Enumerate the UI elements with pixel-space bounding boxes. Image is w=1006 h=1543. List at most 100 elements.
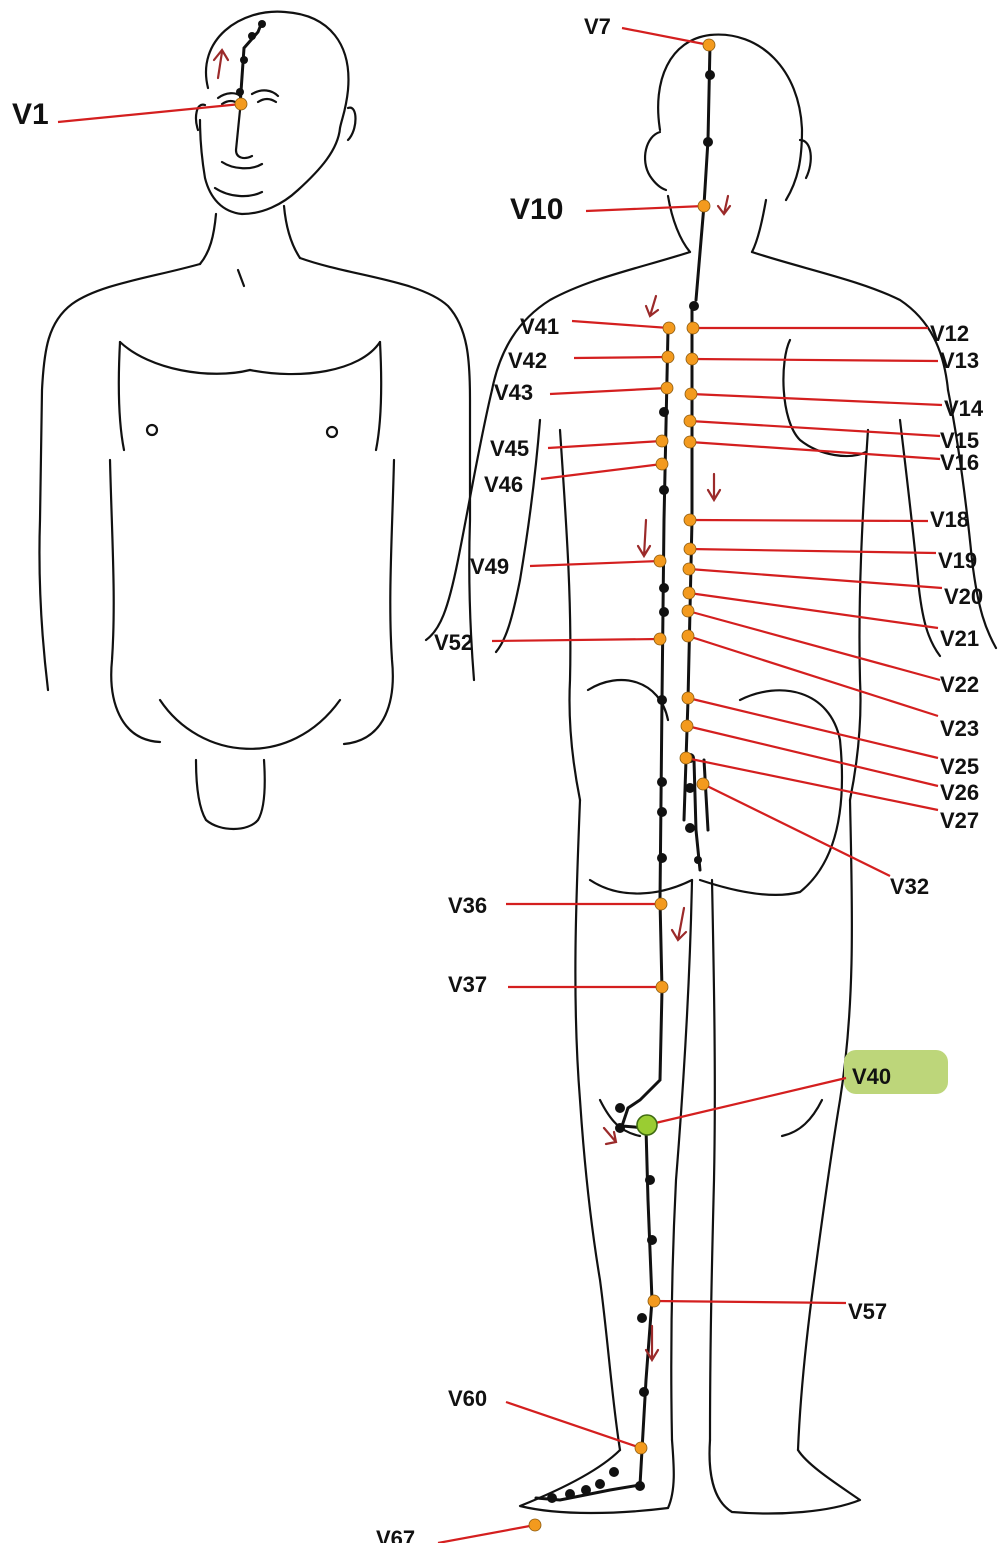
leader-line-v23 — [688, 636, 938, 716]
acupoint-v57: V57 — [648, 1295, 887, 1324]
leader-line-v43 — [550, 388, 667, 394]
leader-line-v20 — [689, 569, 942, 588]
acupoint-v52: V52 — [434, 630, 666, 655]
point-label-v49: V49 — [470, 554, 509, 579]
point-marker-v37 — [656, 981, 668, 993]
point-label-v25: V25 — [940, 754, 979, 779]
point-marker-v42 — [662, 351, 674, 363]
point-marker-v45 — [656, 435, 668, 447]
acupoint-v60: V60 — [448, 1386, 647, 1454]
acupoint-v41: V41 — [520, 314, 675, 339]
point-label-v43: V43 — [494, 380, 533, 405]
back-body-figure — [426, 35, 996, 1514]
leader-line-v7 — [622, 28, 709, 45]
point-label-v46: V46 — [484, 472, 523, 497]
point-marker-v21 — [683, 587, 695, 599]
point-marker-v27 — [680, 752, 692, 764]
point-marker-v15 — [684, 415, 696, 427]
point-label-v32: V32 — [890, 874, 929, 899]
leader-line-v49 — [530, 561, 660, 566]
point-marker-v41 — [663, 322, 675, 334]
point-label-v57: V57 — [848, 1299, 887, 1324]
point-label-v23: V23 — [940, 716, 979, 741]
acupoint-v42: V42 — [508, 348, 674, 373]
acupoint-v67: V67 — [376, 1519, 541, 1543]
point-marker-v49 — [654, 555, 666, 567]
point-label-v45: V45 — [490, 436, 529, 461]
front-body-figure — [39, 12, 474, 829]
leader-line-v52 — [492, 639, 660, 641]
acupoint-v15: V15 — [684, 415, 979, 453]
leader-line-v10 — [586, 206, 704, 211]
point-label-v40: V40 — [852, 1064, 891, 1089]
acupoint-v37: V37 — [448, 972, 668, 997]
leader-line-v60 — [506, 1402, 641, 1448]
point-label-v13: V13 — [940, 348, 979, 373]
acupoint-v1: V1 — [12, 98, 247, 131]
leader-line-v14 — [691, 394, 942, 405]
point-label-v52: V52 — [434, 630, 473, 655]
leader-line-v46 — [541, 464, 662, 479]
leader-line-v21 — [689, 593, 938, 628]
acupoint-v46: V46 — [484, 458, 668, 497]
point-label-v67: V67 — [376, 1526, 415, 1543]
acupoint-v43: V43 — [494, 380, 673, 405]
point-marker-v10 — [698, 200, 710, 212]
acupoint-v18: V18 — [684, 507, 969, 532]
point-marker-v60 — [635, 1442, 647, 1454]
point-marker-v25 — [682, 692, 694, 704]
acupoint-v36: V36 — [448, 893, 667, 918]
leader-line-v27 — [686, 758, 938, 810]
point-label-v10: V10 — [510, 193, 563, 226]
point-marker-v20 — [683, 563, 695, 575]
leader-line-v19 — [690, 549, 936, 553]
point-marker-v23 — [682, 630, 694, 642]
acupoint-v45: V45 — [490, 435, 668, 461]
point-marker-v46 — [656, 458, 668, 470]
point-marker-v43 — [661, 382, 673, 394]
point-label-v21: V21 — [940, 626, 979, 651]
point-label-v26: V26 — [940, 780, 979, 805]
point-label-v42: V42 — [508, 348, 547, 373]
point-marker-v40 — [637, 1115, 657, 1135]
leader-line-v25 — [688, 698, 938, 758]
point-marker-v12 — [687, 322, 699, 334]
leader-line-v40 — [647, 1078, 846, 1125]
point-marker-v26 — [681, 720, 693, 732]
point-label-v1: V1 — [12, 98, 49, 131]
point-marker-v32 — [697, 778, 709, 790]
point-marker-v19 — [684, 543, 696, 555]
leader-line-v42 — [574, 357, 668, 358]
point-marker-v36 — [655, 898, 667, 910]
point-marker-v16 — [684, 436, 696, 448]
point-label-v37: V37 — [448, 972, 487, 997]
leader-line-v57 — [654, 1301, 846, 1303]
point-marker-v18 — [684, 514, 696, 526]
point-label-v20: V20 — [944, 584, 983, 609]
point-marker-v1 — [235, 98, 247, 110]
point-label-v19: V19 — [938, 548, 977, 573]
leader-line-v26 — [687, 726, 938, 786]
leader-line-v1 — [58, 104, 241, 122]
acupoint-v10: V10 — [510, 193, 710, 226]
point-marker-v52 — [654, 633, 666, 645]
point-marker-v67 — [529, 1519, 541, 1531]
point-label-v41: V41 — [520, 314, 559, 339]
point-marker-v57 — [648, 1295, 660, 1307]
acupoint-v13: V13 — [686, 348, 979, 373]
leader-line-v45 — [548, 441, 662, 448]
point-label-v7: V7 — [584, 14, 611, 39]
point-label-v18: V18 — [930, 507, 969, 532]
point-marker-v13 — [686, 353, 698, 365]
point-marker-v7 — [703, 39, 715, 51]
leader-line-v22 — [688, 611, 940, 680]
leader-line-v15 — [690, 421, 940, 436]
leader-line-v32 — [703, 784, 890, 876]
point-label-v22: V22 — [940, 672, 979, 697]
point-label-v27: V27 — [940, 808, 979, 833]
acupoint-v14: V14 — [685, 388, 984, 421]
point-label-v36: V36 — [448, 893, 487, 918]
point-marker-v14 — [685, 388, 697, 400]
leader-line-v13 — [692, 359, 938, 361]
